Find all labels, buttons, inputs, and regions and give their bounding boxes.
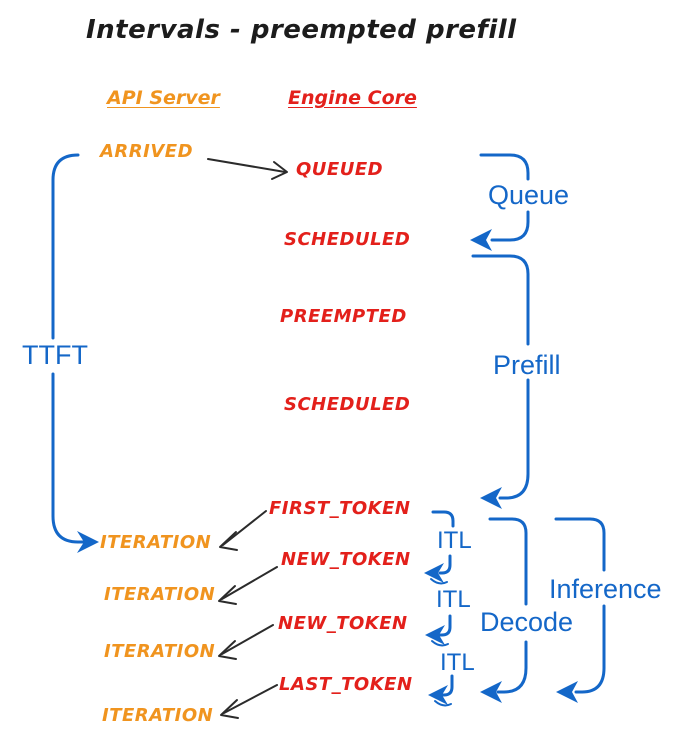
interval-label-itl-2: ITL (436, 586, 471, 613)
itl-hook-2-tail (431, 640, 449, 647)
queue-bracket-bottom (490, 210, 530, 242)
ttft-bracket-bottom (51, 372, 85, 544)
inference-bracket-top (554, 517, 606, 572)
prefill-bracket-bottom (498, 378, 530, 500)
event-scheduled-2: SCHEDULED (284, 394, 411, 415)
itl-hook-2 (438, 614, 452, 637)
event-iteration-4: ITERATION (102, 705, 214, 726)
column-header-engine-core: Engine Core (288, 87, 417, 109)
itl-hook-1-tail (430, 578, 448, 585)
arrow-newtoken2-to-iteration-head (218, 640, 237, 660)
arrow-newtoken1-to-iteration-head (218, 585, 237, 605)
event-queued: QUEUED (296, 159, 384, 180)
event-preempted: PREEMPTED (280, 306, 407, 327)
interval-label-decode: Decode (480, 607, 574, 637)
interval-label-itl-1: ITL (437, 527, 472, 554)
event-iteration-3: ITERATION (104, 641, 216, 662)
event-last-token: LAST_TOKEN (279, 674, 413, 695)
event-new-token-2: NEW_TOKEN (278, 613, 408, 634)
interval-label-ttft: TTFT (22, 340, 88, 370)
arrow-arrived-to-queued-head (271, 161, 288, 180)
interval-label-queue: Queue (488, 180, 570, 210)
prefill-bracket-top (471, 254, 530, 346)
event-scheduled-1: SCHEDULED (284, 229, 411, 250)
arrow-firsttoken-to-iteration (222, 510, 267, 546)
arrow-newtoken2-to-iteration (221, 624, 274, 655)
page-title: Intervals - preempted prefill (86, 15, 517, 45)
itl-arrowhead-1 (424, 563, 444, 583)
itl-bracket-corner (431, 510, 455, 528)
column-header-api-server: API Server (107, 87, 220, 109)
interval-label-itl-3: ITL (440, 649, 475, 676)
itl-arrowhead-3 (428, 685, 448, 705)
event-iteration-1: ITERATION (100, 532, 212, 553)
event-new-token-1: NEW_TOKEN (281, 549, 411, 570)
itl-hook-1 (438, 554, 452, 575)
decode-arrowhead (480, 681, 502, 703)
arrow-firsttoken-to-iteration-head (219, 531, 238, 551)
arrow-lasttoken-to-iteration (223, 684, 278, 714)
ttft-arrowhead (77, 531, 99, 553)
inference-bracket-bottom (574, 604, 606, 694)
interval-label-prefill: Prefill (493, 350, 561, 380)
prefill-arrowhead (480, 487, 502, 509)
decode-bracket-top (488, 517, 528, 606)
decode-bracket-bottom (496, 640, 528, 694)
event-arrived: ARRIVED (100, 141, 194, 162)
interval-label-inference: Inference (549, 574, 662, 604)
queue-arrowhead (470, 229, 492, 251)
queue-bracket-top (479, 153, 530, 181)
event-first-token: FIRST_TOKEN (269, 498, 411, 519)
itl-arrowhead-2 (425, 625, 445, 645)
itl-hook-3 (440, 674, 454, 697)
arrow-lasttoken-to-iteration-head (220, 699, 239, 719)
itl-hook-3-tail (434, 700, 452, 707)
arrow-arrived-to-queued (207, 158, 286, 173)
inference-arrowhead (556, 681, 578, 703)
ttft-bracket-top (51, 153, 80, 340)
event-iteration-2: ITERATION (104, 584, 216, 605)
arrow-newtoken1-to-iteration (221, 566, 278, 600)
